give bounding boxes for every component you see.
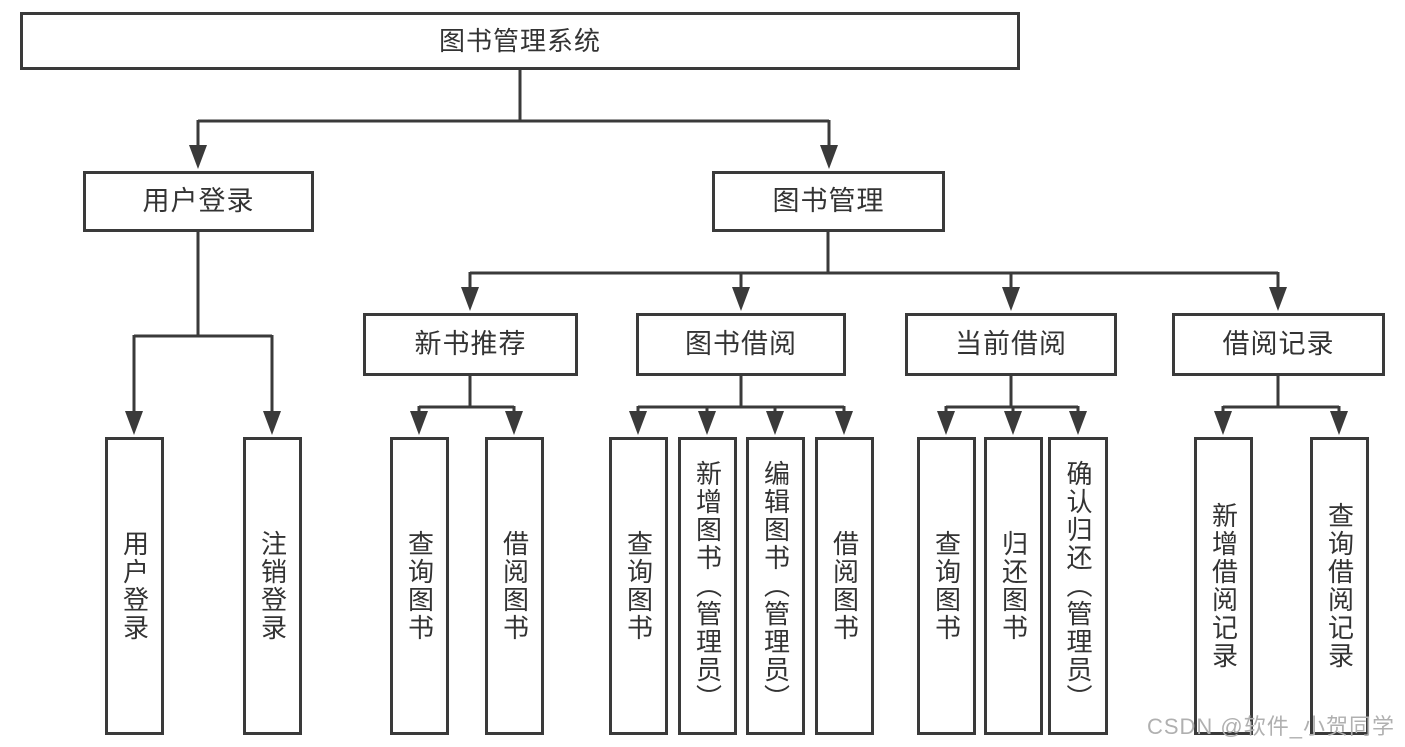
node-label: 新增借阅记录 xyxy=(1208,502,1239,670)
leaf-br-add-record: 新增借阅记录 xyxy=(1194,437,1253,735)
node-label: 查询图书 xyxy=(404,530,435,642)
node-label: 用户登录 xyxy=(119,530,150,642)
node-label: 归还图书 xyxy=(998,530,1029,642)
node-label: 图书管理系统 xyxy=(438,26,601,56)
node-label: 新书推荐 xyxy=(414,329,527,359)
node-label: 用户登录 xyxy=(142,186,255,216)
node-label: 借阅图书 xyxy=(499,530,530,642)
node-user-login: 用户登录 xyxy=(83,171,314,232)
node-label: 借阅图书 xyxy=(829,530,860,642)
leaf-br-query-record: 查询借阅记录 xyxy=(1310,437,1369,735)
node-new-book-recommend: 新书推荐 xyxy=(363,313,578,376)
node-label: 查询借阅记录 xyxy=(1324,502,1355,670)
node-borrowing-records: 借阅记录 xyxy=(1172,313,1385,376)
node-book-borrowing: 图书借阅 xyxy=(636,313,846,376)
leaf-cb-confirm-return-admin: 确认归还（管理员） xyxy=(1048,437,1108,735)
leaf-bb-borrow-books: 借阅图书 xyxy=(815,437,874,735)
csdn-watermark: CSDN @软件_小贺同学 xyxy=(1146,714,1395,739)
node-label: 图书管理 xyxy=(772,186,885,216)
leaf-logout: 注销登录 xyxy=(243,437,302,735)
leaf-rec-query-books: 查询图书 xyxy=(390,437,449,735)
node-label: 借阅记录 xyxy=(1222,329,1335,359)
node-current-borrowing: 当前借阅 xyxy=(905,313,1117,376)
node-label: 新增图书（管理员） xyxy=(692,460,723,712)
node-label: 注销登录 xyxy=(257,530,288,642)
node-book-management: 图书管理 xyxy=(712,171,945,232)
leaf-cb-query-books: 查询图书 xyxy=(917,437,976,735)
node-label: 图书借阅 xyxy=(685,329,797,359)
leaf-user-login: 用户登录 xyxy=(105,437,164,735)
leaf-bb-edit-books-admin: 编辑图书（管理员） xyxy=(746,437,805,735)
arrowheads xyxy=(125,145,1348,435)
node-library-management-system: 图书管理系统 xyxy=(20,12,1020,70)
node-label: 确认归还（管理员） xyxy=(1063,460,1093,712)
leaf-rec-borrow-books: 借阅图书 xyxy=(485,437,544,735)
leaf-bb-query-books: 查询图书 xyxy=(609,437,668,735)
node-label: 编辑图书（管理员） xyxy=(760,460,791,712)
leaf-cb-return-books: 归还图书 xyxy=(984,437,1043,735)
node-label: 查询图书 xyxy=(623,530,654,642)
node-label: 当前借阅 xyxy=(955,329,1067,359)
leaf-bb-add-books-admin: 新增图书（管理员） xyxy=(678,437,737,735)
node-label: 查询图书 xyxy=(931,530,962,642)
